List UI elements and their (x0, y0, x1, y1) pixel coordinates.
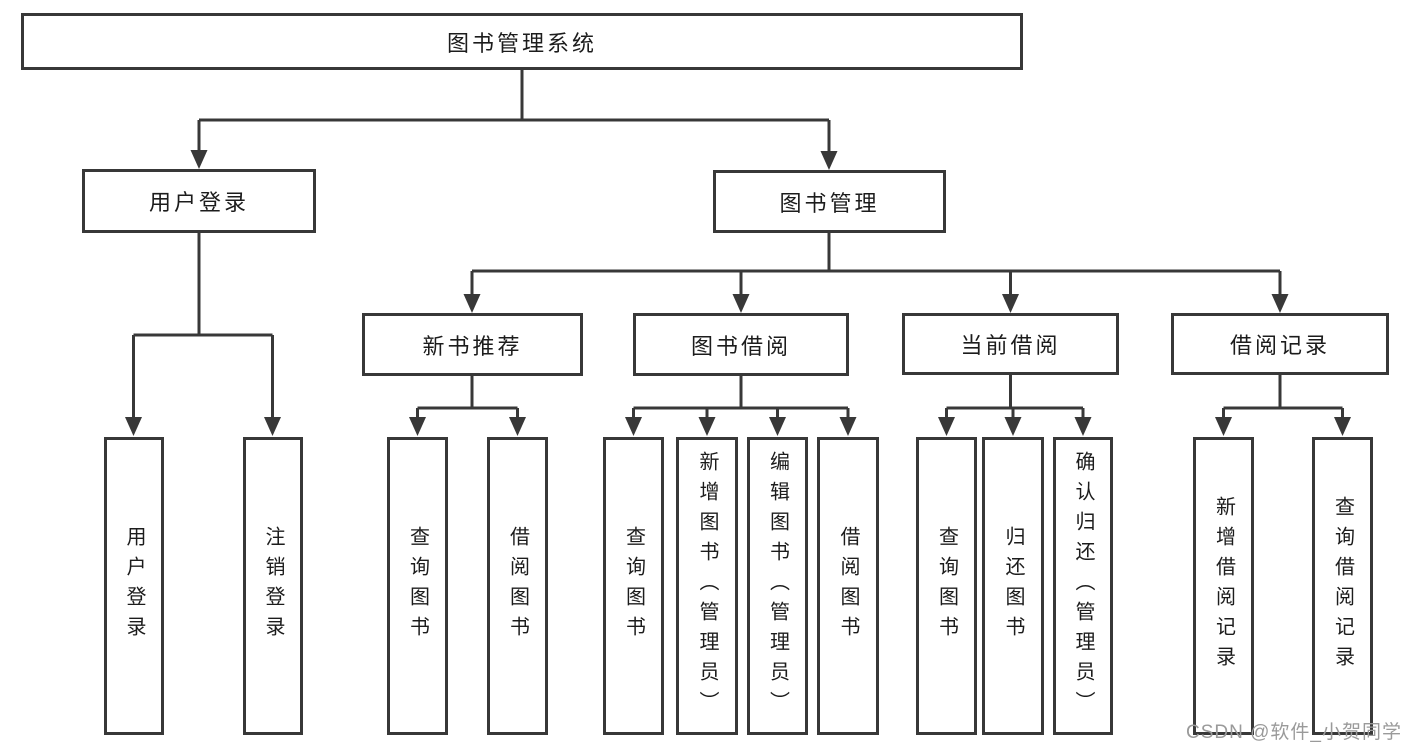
node-new-book-recommendation: 新书推荐 (362, 313, 583, 376)
node-library-management-system: 图书管理系统 (21, 13, 1023, 70)
node-current-borrowing: 当前借阅 (902, 313, 1119, 375)
arrow-down-icon (820, 151, 838, 170)
node-borrowing-records: 借阅记录 (1171, 313, 1389, 375)
arrow-down-icon (1334, 417, 1351, 436)
node-leaf-borrow-books-recommend: 借阅图书 (487, 437, 548, 735)
node-leaf-query-books-current: 查询图书 (916, 437, 977, 735)
node-leaf-logout: 注销登录 (243, 437, 303, 735)
arrow-down-icon (1215, 417, 1232, 436)
node-leaf-confirm-return-admin: 确认归还（管理员） (1053, 437, 1113, 735)
arrow-down-icon (769, 417, 786, 436)
node-leaf-add-books-admin: 新增图书（管理员） (676, 437, 738, 735)
node-leaf-add-borrow-record: 新增借阅记录 (1193, 437, 1254, 735)
node-leaf-query-borrow-record: 查询借阅记录 (1312, 437, 1373, 735)
node-leaf-borrow-books: 借阅图书 (817, 437, 879, 735)
arrow-down-icon (1074, 417, 1092, 436)
node-leaf-edit-books-admin: 编辑图书（管理员） (747, 437, 808, 735)
arrow-down-icon (264, 417, 281, 436)
node-leaf-query-books-borrow: 查询图书 (603, 437, 664, 735)
arrow-down-icon (1002, 294, 1019, 313)
node-leaf-query-books-recommend: 查询图书 (387, 437, 448, 735)
node-leaf-return-books: 归还图书 (982, 437, 1044, 735)
node-leaf-user-login: 用户登录 (104, 437, 164, 735)
arrow-down-icon (839, 417, 857, 436)
arrow-down-icon (409, 417, 426, 436)
arrow-down-icon (125, 417, 142, 436)
arrow-down-icon (698, 417, 716, 436)
arrow-down-icon (732, 294, 750, 313)
arrow-down-icon (1004, 417, 1022, 436)
node-book-management: 图书管理 (713, 170, 946, 233)
arrow-down-icon (625, 417, 642, 436)
node-user-login: 用户登录 (82, 169, 316, 233)
arrow-down-icon (938, 417, 955, 436)
node-book-borrowing: 图书借阅 (633, 313, 849, 376)
arrow-down-icons (125, 150, 1351, 436)
arrow-down-icon (509, 417, 526, 436)
csdn-watermark: CSDN @软件_小贺同学 (1186, 722, 1402, 743)
arrow-down-icon (1271, 294, 1289, 313)
arrow-down-icon (463, 294, 481, 313)
tree-branch-lines (132, 69, 1344, 420)
arrow-down-icon (190, 150, 208, 169)
